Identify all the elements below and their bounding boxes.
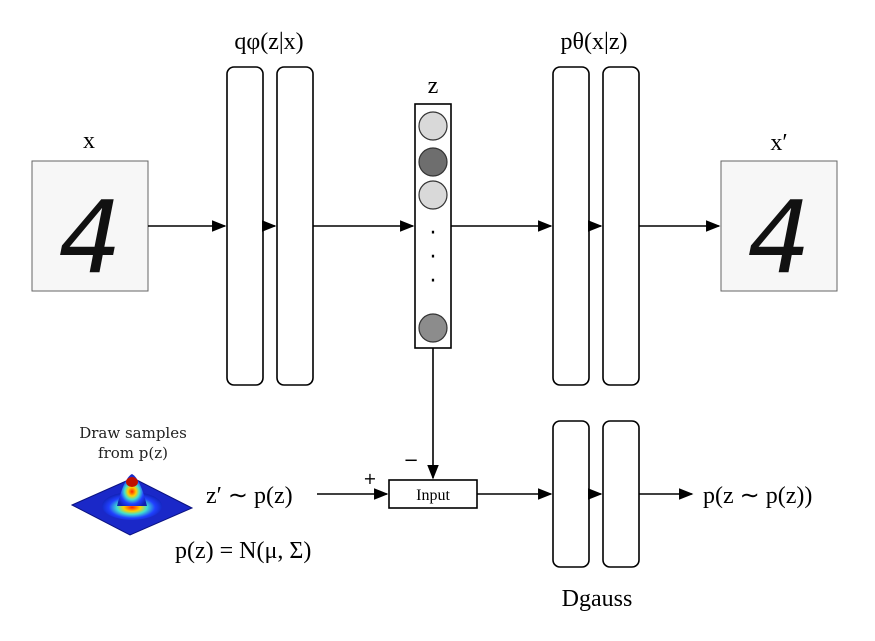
encoder-layer-1 [226, 66, 264, 386]
plus-sign: + [363, 469, 376, 488]
label-x-prime: x′ [770, 130, 787, 156]
gaussian-surface-icon [70, 474, 194, 536]
label-z-prime: z′ ∼ p(z) [206, 483, 293, 509]
latent-vector [414, 103, 452, 349]
input-digit: 4 [58, 179, 122, 296]
label-encoder: qφ(z|x) [234, 29, 303, 55]
input-box-label: Input [416, 487, 450, 504]
decoder-layer-2 [602, 66, 640, 386]
discriminator-layer-1 [552, 420, 590, 568]
latent-node-n [418, 313, 448, 343]
label-decoder: pθ(x|z) [561, 29, 628, 55]
output-digit: 4 [747, 179, 811, 296]
latent-ellipsis-2: · [430, 245, 437, 270]
minus-sign: − [403, 450, 418, 471]
label-output: p(z ∼ p(z)) [703, 483, 812, 509]
label-discriminator: Dgauss [562, 586, 633, 612]
decoder-layer-1 [552, 66, 590, 386]
encoder-layer-2 [276, 66, 314, 386]
latent-ellipsis-3: · [430, 269, 437, 294]
latent-node-2 [418, 147, 448, 177]
input-box [388, 479, 478, 509]
label-z: z [428, 73, 439, 99]
latent-ellipsis-1: · [430, 221, 437, 246]
latent-node-1 [418, 111, 448, 141]
prior-caption-line2: from p(z) [98, 444, 168, 462]
discriminator-layer-2 [602, 420, 640, 568]
prior-caption-line1: Draw samples [79, 424, 187, 442]
latent-node-3 [418, 180, 448, 210]
label-prior-def: p(z) = N(μ, Σ) [175, 538, 311, 564]
label-x: x [83, 128, 95, 154]
input-image [31, 160, 149, 292]
output-image [720, 160, 838, 292]
